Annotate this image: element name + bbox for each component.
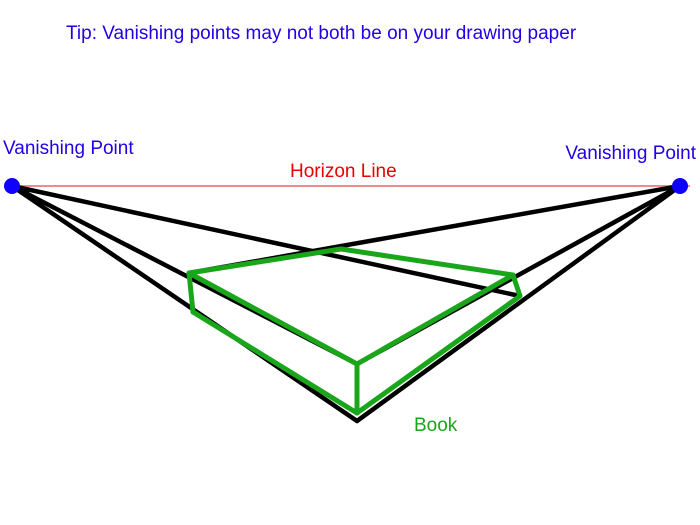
construction-lines: [9, 183, 683, 424]
construction-line-left-to-front-bottom: [9, 183, 360, 424]
book-label: Book: [414, 415, 458, 436]
vanishing-point-right-label: Vanishing Point: [565, 143, 696, 164]
book-left-edge: [186, 270, 196, 315]
vanishing-point-left-label: Vanishing Point: [3, 138, 134, 159]
vanishing-point-left-dot: [4, 178, 20, 194]
book-front-right-bottom: [354, 272, 523, 416]
horizon-line-label: Horizon Line: [290, 161, 397, 182]
book-outline: [186, 246, 523, 416]
tip-text: Tip: Vanishing points may not both be on…: [66, 23, 577, 44]
construction-line-left-to-back-right: [9, 183, 523, 299]
vanishing-point-right-dot: [672, 178, 688, 194]
construction-line-right-to-front-bottom: [354, 183, 683, 424]
book-front-left-bottom: [190, 309, 360, 416]
